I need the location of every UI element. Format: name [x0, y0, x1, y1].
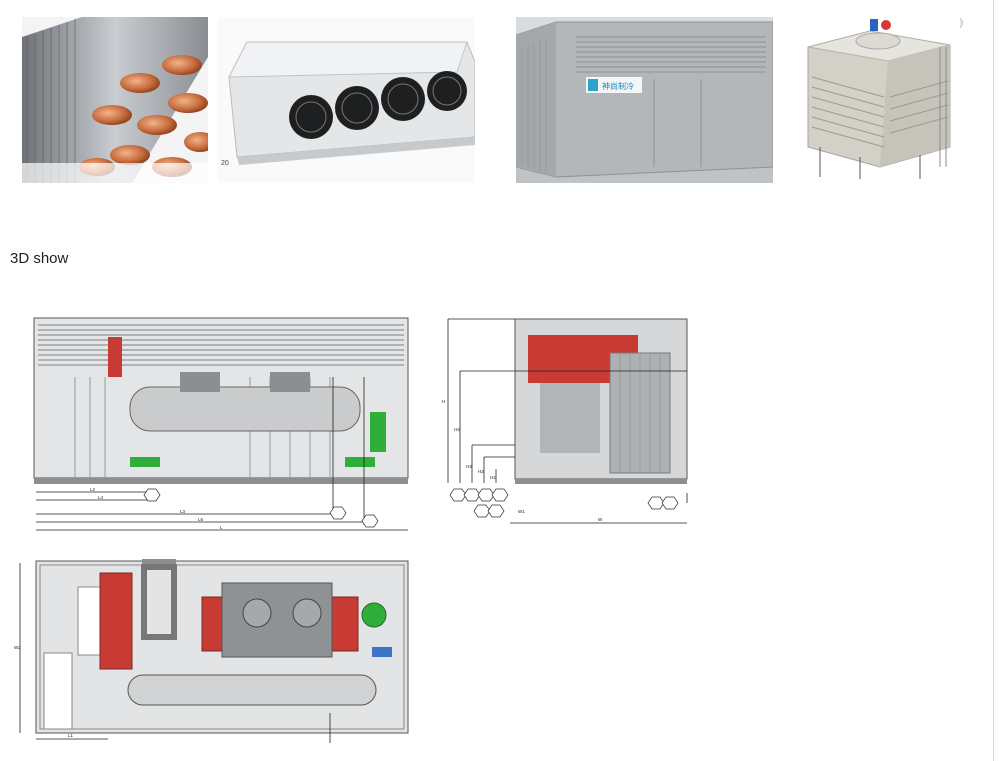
side-elevation-drawing: H H4 H3 H2 H1 W W1	[440, 313, 695, 528]
dim-label-l1: L1	[68, 733, 74, 738]
container-unit-photo: 神尚制冷	[516, 17, 773, 183]
fan-unit-label: 20	[221, 160, 229, 167]
dim-label-l4: L4	[98, 495, 104, 500]
dim-label-l6: L6	[198, 517, 204, 522]
dim-label-h1: H1	[490, 475, 496, 480]
section-heading: 3D show	[10, 250, 69, 267]
dim-label-l3: L3	[180, 509, 186, 514]
dim-label-h: H	[442, 399, 445, 404]
dim-label-l: L	[220, 525, 223, 530]
dim-label-w2: W2	[14, 645, 21, 650]
copper-coil-heat-exchanger-photo	[22, 17, 208, 183]
front-elevation-drawing: L2 L4 L3 L6 L	[30, 317, 412, 535]
dim-label-w: W	[598, 517, 603, 522]
evaporator-fan-unit-photo: 20	[217, 17, 475, 183]
dim-label-l2: L2	[90, 487, 96, 492]
container-logo-text: 神尚制冷	[602, 81, 634, 91]
cooling-tower-photo	[800, 17, 960, 183]
top-plan-drawing: W2 L1	[12, 553, 412, 745]
right-scroll-border	[993, 0, 994, 761]
dim-label-h4: H4	[454, 427, 460, 432]
dim-label-h2: H2	[478, 469, 484, 474]
dim-label-h3: H3	[466, 464, 472, 469]
dim-label-w1: W1	[518, 509, 525, 514]
